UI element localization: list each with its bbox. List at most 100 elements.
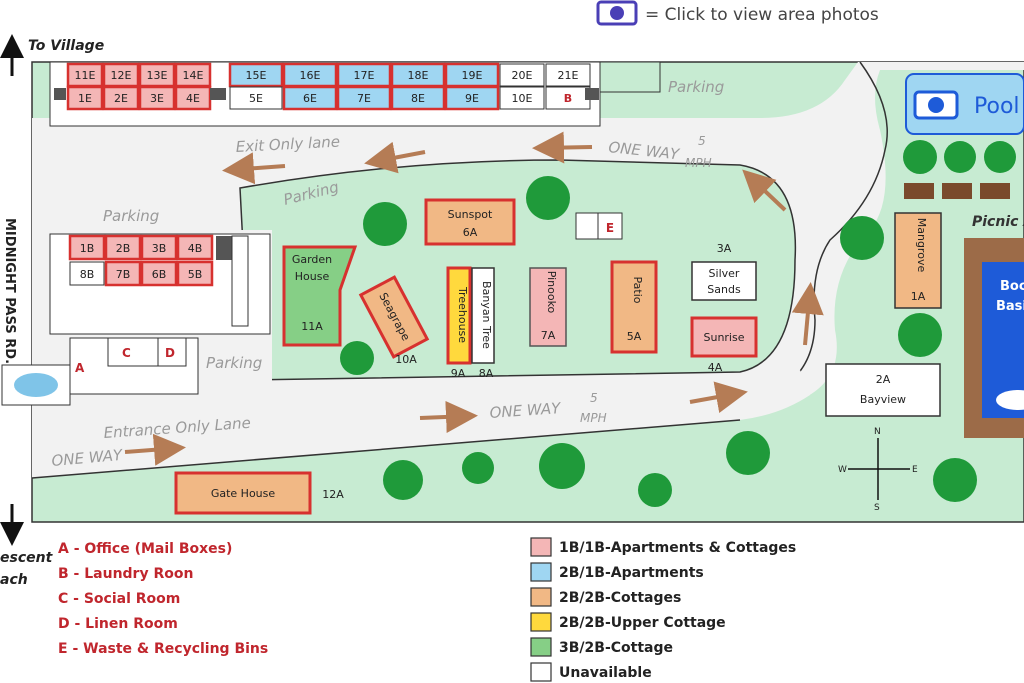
unit-4b[interactable] [176,234,214,261]
cottage-garden-house[interactable] [282,245,358,347]
unit-8e[interactable] [390,85,446,111]
unit-label: 5B [188,268,203,281]
arrow-exit-2 [222,152,286,185]
unit-label: 3B [152,242,167,255]
e-building-green [599,61,661,93]
unit-1b[interactable] [68,234,106,261]
cottage-silver-sands[interactable] [691,261,757,301]
unit-label: 12E [111,69,132,82]
unit-9e[interactable] [444,85,500,111]
seaclub-logo-mark [14,373,58,397]
legend-type-label: 2B/2B-Cottages [559,590,681,606]
tree-7 [944,141,976,173]
pinooko-id: 7A [541,329,556,342]
unit-label: 2B [116,242,131,255]
legend-type-label: 1B/1B-Apartments & Cottages [559,540,796,556]
unit-15e[interactable] [228,62,284,88]
cottage-bayview[interactable] [825,363,941,417]
unit-1e[interactable] [66,85,104,111]
label-speed-mid-2: MPH [580,411,607,425]
cottage-pinooko[interactable] [529,267,567,347]
arrow-top [532,131,593,164]
road-name: MIDNIGHT PASS RD. [2,218,17,364]
legend-key-item: D - Linen Room [58,616,178,632]
legend-type-label: 2B/2B-Upper Cottage [559,615,726,631]
legend-key-item: A - Office (Mail Boxes) [58,541,232,557]
to-village: To Village [28,38,104,54]
unit-label: 5E [249,92,263,105]
unit-label: B [564,92,572,105]
unit-label: 7E [357,92,371,105]
unit-6b[interactable] [140,260,178,287]
unit-5e[interactable] [229,86,283,110]
legend-swatch [530,612,552,632]
banyan-id: 8A [479,367,494,380]
label-c: C [122,346,131,360]
label-speed-mid-1: 5 [590,391,598,405]
unit-5b[interactable] [176,260,214,287]
crescent-1: escent [0,550,54,566]
unit-label: 4B [188,242,203,255]
pool-camera-icon[interactable] [913,90,959,120]
unit-8b[interactable] [69,261,105,286]
cottage-gate-house[interactable] [174,471,312,515]
cottage-sunspot[interactable] [424,198,516,246]
unit-10e[interactable] [499,86,545,110]
trees [340,140,1016,507]
unit-6e[interactable] [282,85,338,111]
unit-20e[interactable] [499,63,545,87]
tree-2 [526,176,570,220]
unit-label: 4E [186,92,200,105]
bin-spot [575,212,599,240]
arrow-mid [419,400,478,433]
unit-label: 18E [408,69,429,82]
mangrove-id: 1A [911,290,926,303]
tree-10 [462,452,494,484]
label-a: A [75,361,85,375]
stair-right [585,88,599,100]
cottage-banyan-tree[interactable] [471,267,495,364]
picnic-bench-1 [904,183,934,199]
unit-label: 3E [150,92,164,105]
unit-label: 19E [462,69,483,82]
linen-room[interactable] [157,337,187,367]
silver-id: 3A [717,242,732,255]
unit-21e[interactable] [545,63,591,87]
unit-label: 8E [411,92,425,105]
bin-e[interactable] [597,212,623,240]
unit-label: 21E [558,69,579,82]
unit-7e[interactable] [336,85,392,111]
unit-3e[interactable] [138,85,176,111]
cottage-mangrove[interactable] [894,212,942,309]
unit-2b[interactable] [104,234,142,261]
b-corridor [231,235,249,327]
unit-label: 9E [465,92,479,105]
cottage-treehouse[interactable] [446,266,472,365]
unit-3b[interactable] [140,234,178,261]
arrow-up-right [791,282,824,346]
garden-name-2: House [295,270,330,283]
legend-swatch [530,562,552,582]
legend-key-item: E - Waste & Recycling Bins [58,641,268,657]
cottage-seagrape[interactable] [358,275,430,359]
tree-3 [340,341,374,375]
label-one-way-mid: ONE WAY [489,399,563,422]
entrance-lane-edge [31,419,741,479]
unit-2e[interactable] [102,85,140,111]
legend-swatch [530,637,552,657]
legend-swatch [530,537,552,557]
social-room[interactable] [107,337,159,367]
boat-basin-1: Boc [1000,279,1024,294]
cottage-sunrise[interactable] [690,316,758,358]
garden-name-1: Garden [292,253,332,266]
unit-7b[interactable] [104,260,142,287]
cottage-patio[interactable] [610,260,658,354]
boat-basin-2: Basi [996,299,1024,314]
compass-e: E [912,465,918,475]
treehouse-name: Treehouse [456,286,469,343]
entrance-lane [32,370,810,478]
pinooko-name: Pinooko [545,271,558,314]
tree-4 [840,216,884,260]
